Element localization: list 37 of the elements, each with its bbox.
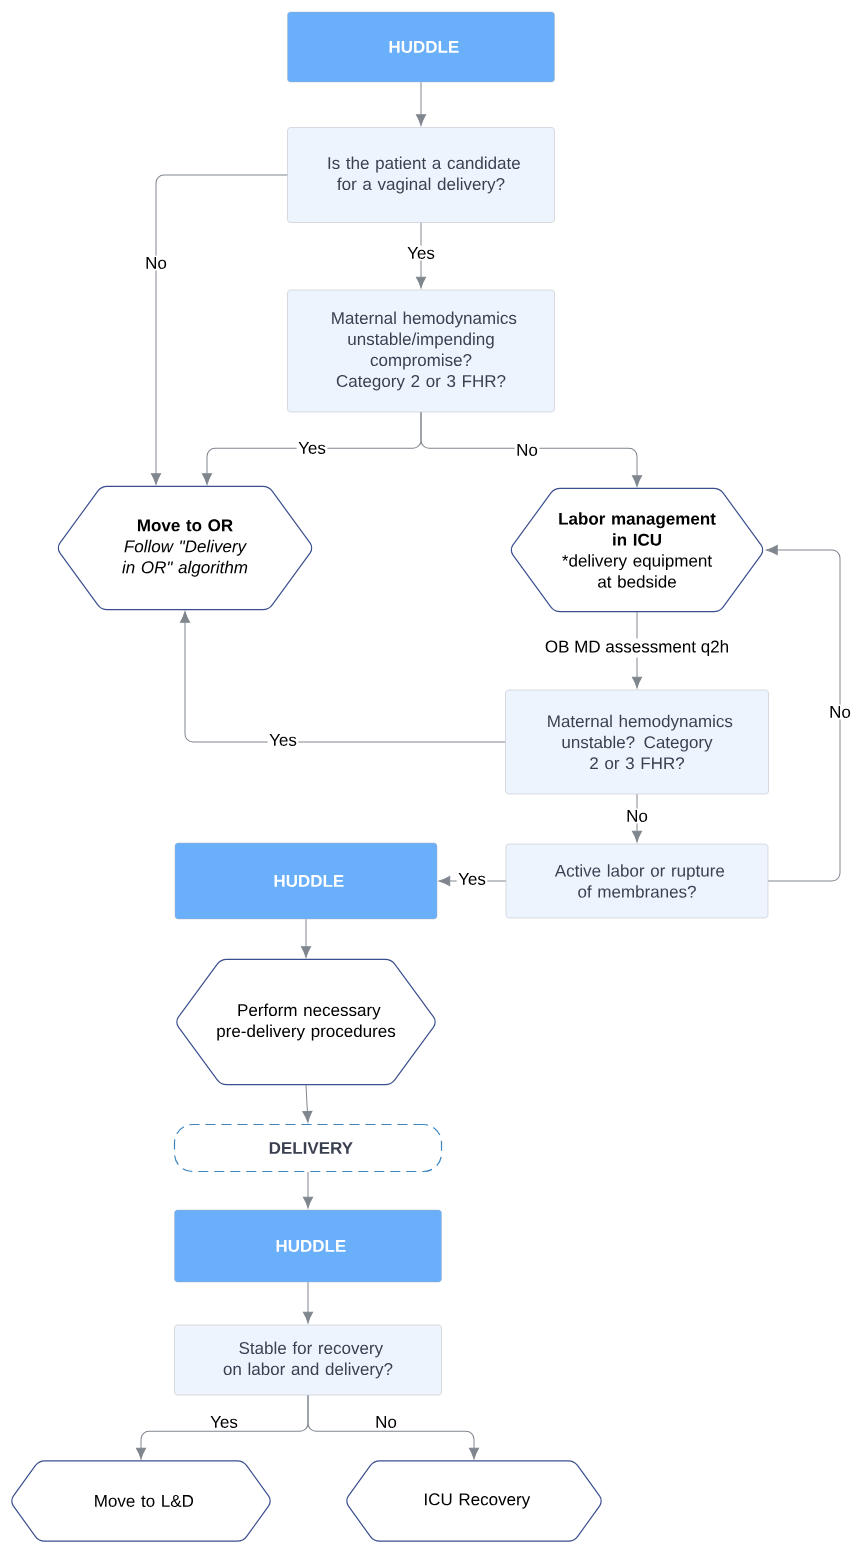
process-hexagon: Perform necessary pre-delivery procedures — [176, 958, 436, 1086]
edge-label: No — [373, 1414, 399, 1430]
arrow — [302, 1084, 313, 1123]
arrow — [766, 544, 841, 882]
decision-box: Maternal hemodynamics unstable/impending compromise? Category 2 or 3 FHR? — [287, 289, 555, 413]
arrow — [150, 174, 288, 485]
arrow — [307, 1394, 480, 1460]
process-hexagon: Labor management in ICU *delivery equipment at bedside — [510, 487, 764, 613]
edge-label: No — [827, 704, 853, 720]
edge-label: Yes — [208, 1414, 240, 1430]
arrow — [420, 411, 643, 487]
edge-label: Yes — [267, 732, 299, 748]
decision-box: Is the patient a candidate for a vaginal delivery? — [287, 127, 555, 223]
process-hexagon: ICU Recovery — [346, 1460, 602, 1542]
edge-label: No — [143, 255, 169, 271]
decision-box: Maternal hemodynamics unstable? Category 2 or 3 FHR? — [505, 689, 769, 795]
arrow — [415, 222, 427, 289]
edge-label: No — [624, 808, 650, 824]
arrow — [415, 81, 427, 126]
huddle-box: HUDDLE — [174, 842, 438, 920]
edge-label: Yes — [456, 871, 488, 887]
delivery-box: DELIVERY — [173, 1123, 443, 1173]
decision-box: Stable for recovery on labor and delivery? — [174, 1324, 442, 1396]
edge-label: OB MD assessment q2h — [543, 638, 731, 658]
arrow — [631, 793, 643, 843]
huddle-box: HUDDLE — [287, 11, 555, 83]
arrow — [302, 1171, 314, 1209]
arrow — [179, 611, 506, 743]
edge-label: Yes — [405, 245, 437, 261]
edge-label: No — [514, 442, 540, 458]
edge-label: Yes — [296, 440, 328, 456]
huddle-box: HUDDLE — [174, 1209, 442, 1283]
decision-box: Active labor or rupture of membranes? — [505, 843, 769, 919]
arrow — [302, 1281, 314, 1324]
arrow — [300, 918, 312, 958]
process-hexagon: Move to OR Follow "Delivery in OR" algorithm — [57, 485, 313, 611]
process-hexagon: Move to L&D — [11, 1460, 271, 1542]
